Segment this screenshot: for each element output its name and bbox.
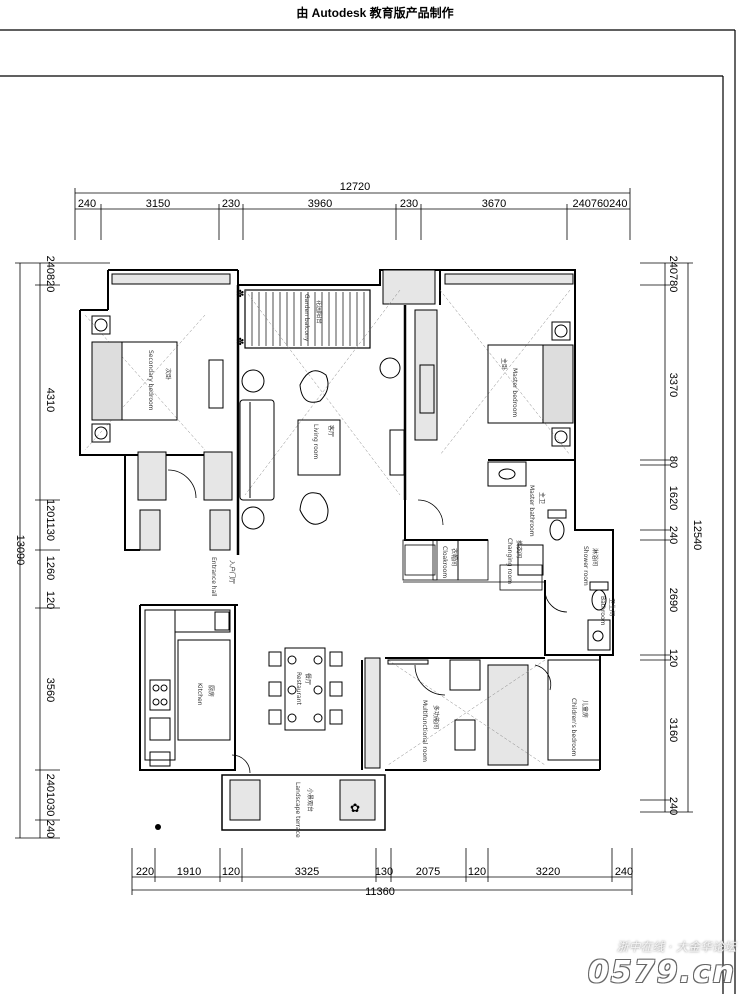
right-seg-4: 1620	[667, 486, 679, 510]
bathroom-label-cn: 卫生间	[608, 598, 616, 616]
restaurant-label-cn: 餐厅	[304, 673, 312, 685]
kitchen-label-cn: 厨房	[207, 685, 215, 697]
left-seg-7: 2401030	[44, 774, 56, 817]
right-dimensions	[640, 262, 693, 813]
changing-room-label-cn: 换衣间	[515, 540, 523, 558]
bottom-seg-7: 120	[468, 866, 486, 878]
wall-hatching	[111, 269, 574, 821]
right-total-label: 12540	[691, 520, 703, 551]
top-seg-2: 3150	[146, 198, 170, 210]
plant-icons: ✽ ✽ ✿	[155, 289, 360, 830]
left-seg-2: 4310	[44, 388, 56, 412]
top-seg-1: 240	[78, 198, 96, 210]
master-bathroom-label-en: Master bathroom	[528, 485, 535, 537]
left-seg-6: 3560	[44, 678, 56, 702]
master-bathroom-fixtures	[487, 461, 611, 651]
left-dimensions	[15, 262, 110, 839]
living-room-furniture	[239, 357, 405, 530]
top-dimensions	[74, 188, 631, 240]
changing-room-label-en: Changing room	[506, 538, 513, 584]
svg-text:✿: ✿	[350, 801, 360, 815]
garden-balcony-label-cn: 花园阳台	[315, 300, 323, 324]
multi-room-label-en: Multifunctional room	[421, 700, 428, 762]
multi-room-label-cn: 多功能间	[432, 705, 440, 729]
cloakroom-label-en: Cloakroom	[441, 546, 448, 578]
left-seg-5: 120	[44, 591, 56, 609]
shower-room-label-cn: 淋浴间	[591, 548, 599, 566]
restaurant-label-en: Restaurant	[295, 672, 302, 705]
right-seg-6: 2690	[667, 588, 679, 612]
bottom-seg-8: 3220	[536, 866, 560, 878]
master-bedroom-label-cn: 主卧	[500, 358, 508, 370]
landscape-terrace-label-cn: 小景观台	[306, 788, 314, 812]
bottom-seg-6: 2075	[416, 866, 440, 878]
secondary-bedroom-label-cn: 次卧	[164, 368, 172, 380]
top-seg-7: 240760240	[572, 198, 627, 210]
watermark-line-1: 浙中在线 · 大金华论坛	[616, 940, 736, 954]
top-total-label: 12720	[340, 181, 371, 193]
garden-balcony-grate	[244, 289, 371, 349]
doors	[167, 469, 568, 774]
right-seg-3: 80	[667, 456, 679, 468]
left-total-label: 13090	[14, 535, 26, 566]
cloakroom-label-cn: 衣帽间	[450, 548, 458, 566]
entrance-hall-label-en: Entrance hall	[210, 557, 217, 597]
top-seg-5: 230	[400, 198, 418, 210]
childrens-bedroom-label-cn: 儿童房	[581, 700, 589, 718]
landscape-terrace-label-en: Landscape terrace	[294, 782, 301, 838]
cloakroom	[402, 539, 545, 591]
master-bedroom-label-en: Master bedroom	[511, 368, 518, 417]
kitchen-label-en: Kitchen	[196, 683, 203, 706]
watermark-line-2: 0579.cn	[587, 955, 736, 990]
svg-text:✽: ✽	[236, 337, 244, 348]
childrens-bedroom-label-en: Children's bedroom	[570, 698, 577, 757]
room-diagonals	[84, 289, 571, 766]
top-seg-4: 3960	[308, 198, 332, 210]
children-and-multi-room	[387, 659, 601, 761]
page-header: 由 Autodesk 教育版产品制作	[296, 6, 454, 20]
bottom-total-label: 11360	[365, 886, 395, 898]
left-seg-8: 240	[44, 820, 56, 838]
top-seg-6: 3670	[482, 198, 506, 210]
right-seg-8: 3160	[667, 718, 679, 742]
living-room-label-en: Living room	[312, 424, 319, 459]
left-seg-3: 1201130	[44, 499, 56, 541]
right-seg-5: 240	[667, 526, 679, 544]
master-bedroom-bed	[419, 321, 574, 447]
bottom-seg-1: 220	[136, 866, 154, 878]
kitchen-fixtures	[144, 609, 231, 767]
bottom-seg-9: 240	[615, 866, 633, 878]
bottom-dimensions	[131, 848, 633, 895]
bathroom-label-en: Bathroom	[599, 596, 606, 626]
secondary-bedroom-label-en: Secondary bedroom	[147, 350, 154, 411]
left-seg-1: 240820	[44, 256, 56, 293]
master-bathroom-label-cn: 主卫	[538, 492, 546, 504]
top-seg-3: 230	[222, 198, 240, 210]
room-labels: 次卧 Secondary bedroom 主卧 Master bedroom 客…	[147, 294, 616, 838]
bottom-seg-3: 120	[222, 866, 240, 878]
living-room-label-cn: 客厅	[327, 425, 335, 437]
bottom-seg-4: 3325	[295, 866, 319, 878]
left-seg-4: 1260	[44, 556, 56, 580]
right-seg-2: 3370	[667, 373, 679, 397]
right-seg-7: 120	[667, 649, 679, 667]
entrance-hall-label-cn: 入户门厅	[228, 560, 236, 584]
right-seg-1: 240780	[667, 256, 679, 293]
right-seg-9: 240	[667, 797, 679, 815]
garden-balcony-label-en: Garden balcony	[303, 294, 310, 342]
watermark: 浙中在线 · 大金华论坛 0579.cn	[588, 938, 736, 990]
svg-text:✽: ✽	[236, 289, 244, 300]
secondary-bedroom-bed	[91, 315, 224, 443]
bottom-seg-2: 1910	[177, 866, 201, 878]
bottom-seg-5: 130	[375, 866, 393, 878]
dining-table	[268, 647, 343, 731]
shower-room-label-en: Shower room	[582, 546, 589, 586]
